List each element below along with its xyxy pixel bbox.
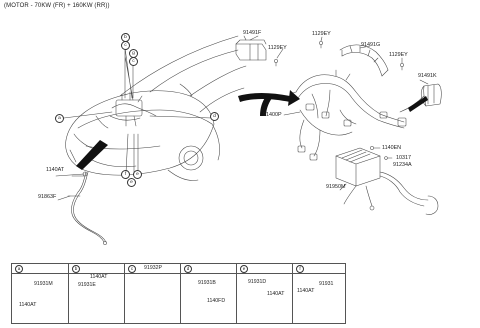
panel-label: 91931M	[34, 281, 53, 287]
panel-label: 1140FD	[207, 298, 226, 304]
callout-e: e	[133, 170, 142, 179]
callout-a: a	[55, 114, 64, 123]
label-91491k: 91491K	[418, 73, 437, 79]
label-1140at: 1140AT	[46, 167, 65, 173]
label-91491f: 91491F	[243, 30, 262, 36]
callout-f: f	[121, 170, 130, 179]
panel-label: 91931E	[78, 282, 96, 288]
panel-letter: d	[184, 265, 192, 273]
panel-label: 91931	[319, 281, 334, 287]
cable-91863f	[67, 171, 107, 245]
diagram-title: (MOTOR - 70KW (FR) + 160KW (RR))	[4, 3, 110, 9]
callout-d: d	[210, 112, 219, 121]
panel-letter: f	[296, 265, 304, 273]
label-1129ey-a: 1129EY	[268, 45, 287, 51]
part-91491f	[235, 35, 267, 61]
panel-label: 1140AT	[267, 291, 285, 297]
engine-bay-harness	[109, 91, 157, 127]
detail-panel-e: e 91931D 1140AT	[236, 263, 294, 324]
part-91491k	[399, 83, 442, 113]
detail-panel-a: a 91931M 1140AT	[11, 263, 70, 324]
label-1129ey-b: 1129EY	[312, 31, 331, 37]
label-1140en: 1140EN	[382, 145, 402, 151]
detail-panel-f: f 1140AT 91931	[292, 263, 346, 324]
detail-panel-b: b 1140AT 91931E	[68, 263, 126, 324]
callout-c-2: c	[129, 57, 138, 66]
panel-label: 91931D	[248, 279, 267, 285]
main-harness-91400p	[289, 69, 407, 161]
panel-letter: e	[240, 265, 248, 273]
label-91400p: 91400P	[263, 112, 282, 118]
callout-c: c	[121, 41, 130, 50]
callout-arrows	[76, 90, 428, 170]
label-10317: 10317	[396, 155, 411, 161]
panel-label: 91931B	[198, 280, 216, 286]
panel-label: 1140AT	[90, 274, 108, 280]
label-91863f: 91863F	[38, 194, 57, 200]
junction-box-91950m	[335, 147, 439, 215]
panel-letter: c	[128, 265, 136, 273]
panel-part-number: 91932P	[144, 265, 162, 271]
label-91234a: 91234A	[393, 162, 412, 168]
label-91491g: 91491G	[361, 42, 381, 48]
panel-letter: a	[15, 265, 23, 273]
callout-e-2: e	[127, 178, 136, 187]
panel-letter: b	[72, 265, 80, 273]
panel-label: 1140AT	[19, 302, 37, 308]
detail-panel-c: c 91932P	[124, 263, 182, 324]
part-91491g	[339, 44, 389, 77]
label-1129ey-c: 1129EY	[389, 52, 408, 58]
label-91950m: 91950M	[326, 184, 346, 190]
detail-panel-d: d 91931B 1140FD	[180, 263, 238, 324]
panel-label: 1140AT	[297, 288, 315, 294]
